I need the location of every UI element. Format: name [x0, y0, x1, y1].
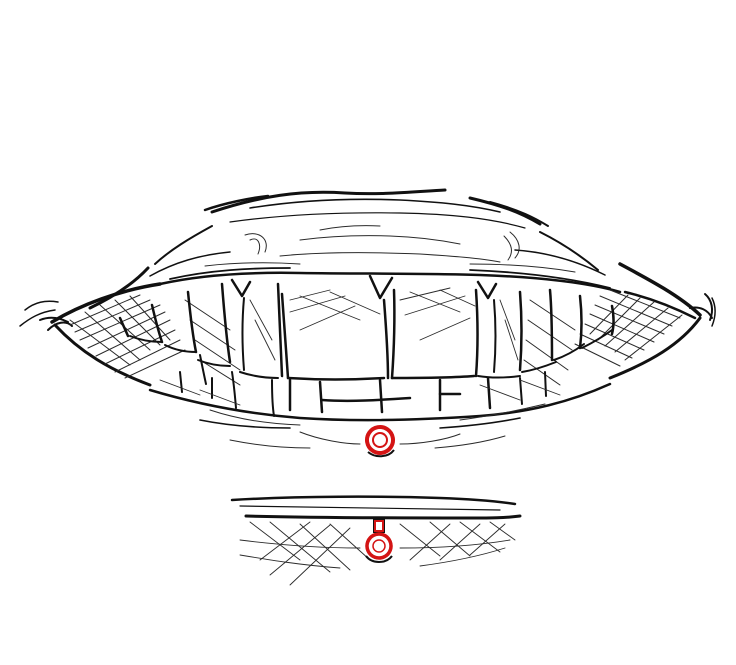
mouth-outline	[19, 262, 716, 387]
teeth	[118, 274, 615, 417]
lip-piercing-side	[365, 519, 393, 563]
lower-lip	[148, 382, 612, 449]
lip-piercing-front	[365, 425, 395, 458]
upper-lip	[149, 188, 622, 294]
lip-side-profile	[230, 495, 522, 586]
